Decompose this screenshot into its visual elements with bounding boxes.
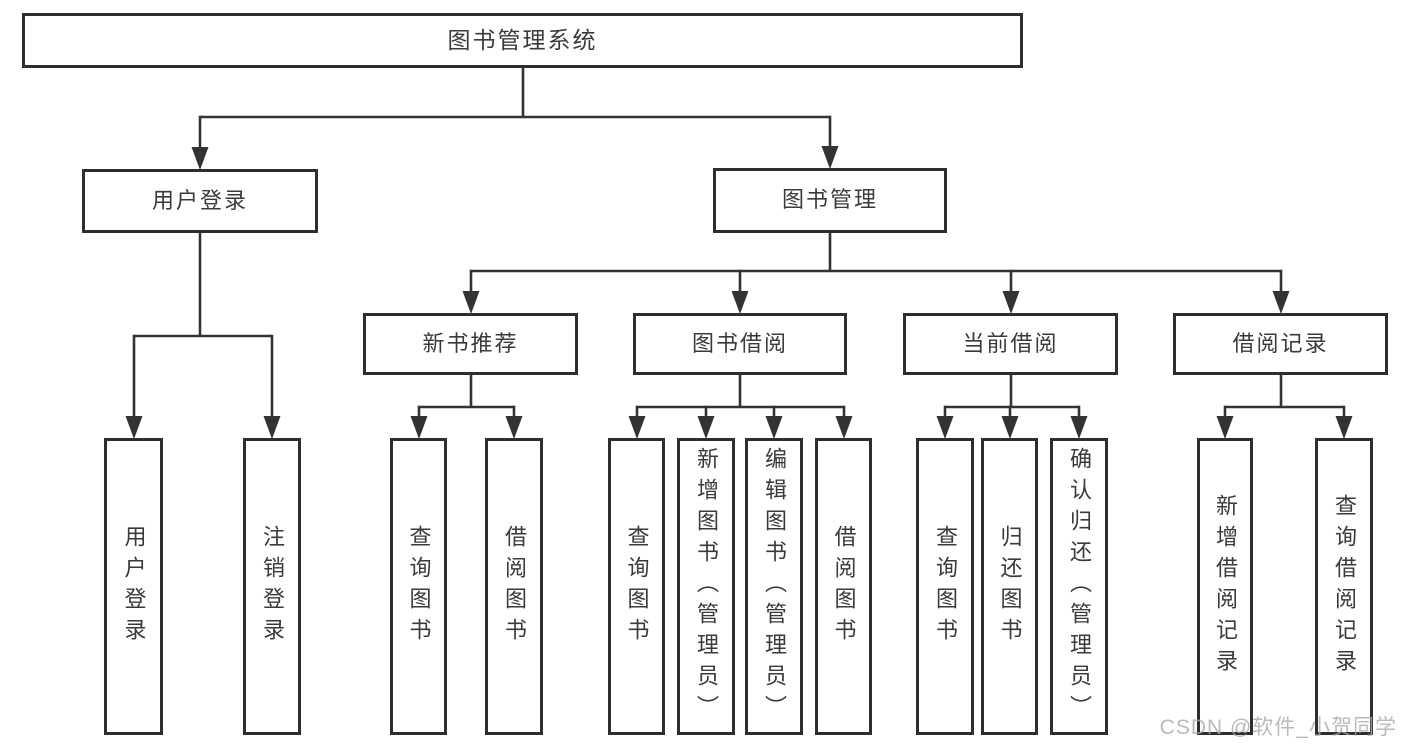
node-leaf-add-books: 新增图书（管理员）: [677, 438, 735, 735]
connector-arrow-down-icon: [263, 416, 281, 439]
node-borrowing-records: 借阅记录: [1173, 313, 1388, 375]
connector-arrow-down-icon: [1001, 416, 1019, 439]
node-label-user-login: 用户登录: [151, 187, 248, 213]
connector-arrow-down-icon: [1335, 416, 1353, 439]
node-user-login: 用户登录: [82, 169, 318, 233]
node-leaf-user-login: 用户登录: [104, 438, 163, 735]
node-leaf-query-books-3: 查询图书: [916, 438, 974, 735]
connector-arrow-down-icon: [731, 291, 749, 314]
node-leaf-query-books-2: 查询图书: [608, 438, 665, 735]
node-label-leaf-return-books: 归还图书: [997, 524, 1023, 649]
node-leaf-borrow-books-1: 借阅图书: [485, 438, 543, 735]
connector-arrow-down-icon: [1002, 291, 1020, 314]
connector-arrow-down-icon: [1070, 416, 1088, 439]
connector-arrow-down-icon: [1216, 416, 1234, 439]
node-label-leaf-query-books-1: 查询图书: [406, 524, 432, 649]
connector-arrow-down-icon: [1272, 291, 1290, 314]
node-label-leaf-add-record: 新增借阅记录: [1213, 493, 1238, 680]
node-leaf-query-books-1: 查询图书: [390, 438, 447, 735]
node-current-borrowing: 当前借阅: [903, 313, 1118, 375]
node-label-current-borrowing: 当前借阅: [962, 330, 1059, 356]
node-book-borrowing: 图书借阅: [633, 313, 847, 375]
connector-arrow-down-icon: [765, 416, 783, 439]
node-root: 图书管理系统: [22, 13, 1023, 68]
node-leaf-add-record: 新增借阅记录: [1197, 438, 1253, 735]
node-label-leaf-borrow-books-1: 借阅图书: [502, 524, 527, 649]
node-label-new-book-recommend: 新书推荐: [422, 330, 519, 356]
connector-arrow-down-icon: [125, 416, 143, 439]
connector-arrow-down-icon: [505, 416, 523, 439]
connector-arrow-down-icon: [410, 416, 428, 439]
connector-arrow-down-icon: [835, 416, 853, 439]
node-label-leaf-edit-books: 编辑图书（管理员）: [762, 447, 787, 726]
connector-arrow-down-icon: [191, 147, 209, 170]
node-label-leaf-query-books-3: 查询图书: [933, 524, 958, 649]
connector-arrow-down-icon: [936, 416, 954, 439]
node-label-leaf-user-login: 用户登录: [121, 524, 147, 649]
node-label-leaf-confirm-return: 确认归还（管理员）: [1067, 447, 1092, 726]
node-label-leaf-query-record: 查询借阅记录: [1332, 493, 1357, 680]
node-label-leaf-logout: 注销登录: [260, 524, 285, 649]
node-leaf-return-books: 归还图书: [981, 438, 1038, 735]
node-leaf-query-record: 查询借阅记录: [1315, 438, 1373, 735]
node-label-book-borrowing: 图书借阅: [691, 330, 788, 356]
node-label-leaf-borrow-books-2: 借阅图书: [831, 524, 857, 649]
node-book-management: 图书管理: [713, 168, 947, 233]
node-label-root: 图书管理系统: [447, 26, 598, 53]
node-leaf-edit-books: 编辑图书（管理员）: [745, 438, 803, 735]
node-label-borrowing-records: 借阅记录: [1232, 330, 1329, 356]
node-label-leaf-add-books: 新增图书（管理员）: [694, 447, 719, 726]
node-leaf-confirm-return: 确认归还（管理员）: [1050, 438, 1108, 735]
connector-arrow-down-icon: [462, 291, 480, 314]
connector-arrow-down-icon: [821, 146, 839, 169]
node-new-book-recommend: 新书推荐: [363, 313, 578, 375]
connector-arrow-down-icon: [697, 416, 715, 439]
node-label-book-management: 图书管理: [781, 187, 878, 213]
node-leaf-logout: 注销登录: [243, 438, 301, 735]
node-label-leaf-query-books-2: 查询图书: [624, 524, 650, 649]
connector-arrow-down-icon: [628, 416, 646, 439]
node-leaf-borrow-books-2: 借阅图书: [815, 438, 872, 735]
